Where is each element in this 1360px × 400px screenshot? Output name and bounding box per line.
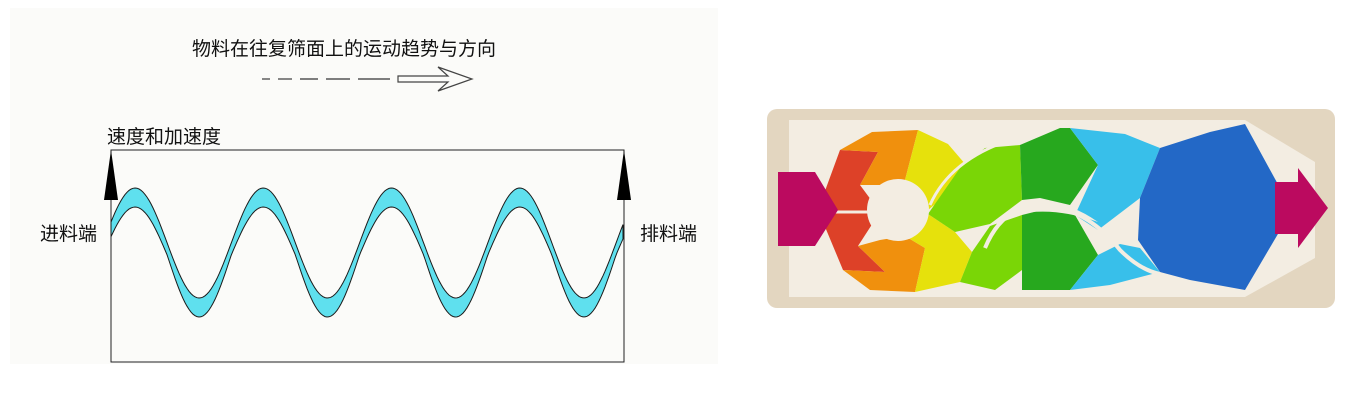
- segment-orange-bottom: [843, 236, 925, 292]
- direction-dashed-arrow: [262, 66, 474, 92]
- outlet-arrow: [1275, 168, 1328, 248]
- right-up-arrow: [617, 150, 631, 200]
- left-diagram-panel: [10, 8, 718, 364]
- inlet-label: 进料端: [40, 223, 98, 245]
- segment-lime-top: [928, 145, 1022, 232]
- segment-green-top: [1020, 128, 1098, 205]
- segment-orange-top: [840, 130, 918, 185]
- diagram-title: 物料在往复筛面上的运动趋势与方向: [192, 38, 497, 60]
- center-hole: [867, 179, 929, 241]
- y-axis-label: 速度和加速度: [107, 126, 222, 148]
- chart-frame: [110, 149, 625, 363]
- lens-opening: [1010, 203, 1098, 222]
- segment-blue: [1138, 124, 1292, 290]
- segment-cyan-bottom: [1070, 244, 1160, 290]
- outlet-label: 排料端: [640, 223, 698, 245]
- motion-wave-band: [110, 187, 624, 318]
- left-up-arrow: [104, 150, 118, 200]
- screen-flow-illustration: [767, 109, 1335, 308]
- inlet-arrow: [778, 172, 838, 246]
- segment-lime-bottom: [960, 215, 1022, 290]
- flow-divider: [983, 203, 1161, 276]
- segment-green-bottom: [1022, 208, 1098, 290]
- segment-yellow-top: [905, 130, 972, 210]
- flow-divider-upper: [928, 138, 1011, 206]
- segment-yellow-bottom: [905, 214, 972, 292]
- segment-cyan-top: [1070, 128, 1160, 230]
